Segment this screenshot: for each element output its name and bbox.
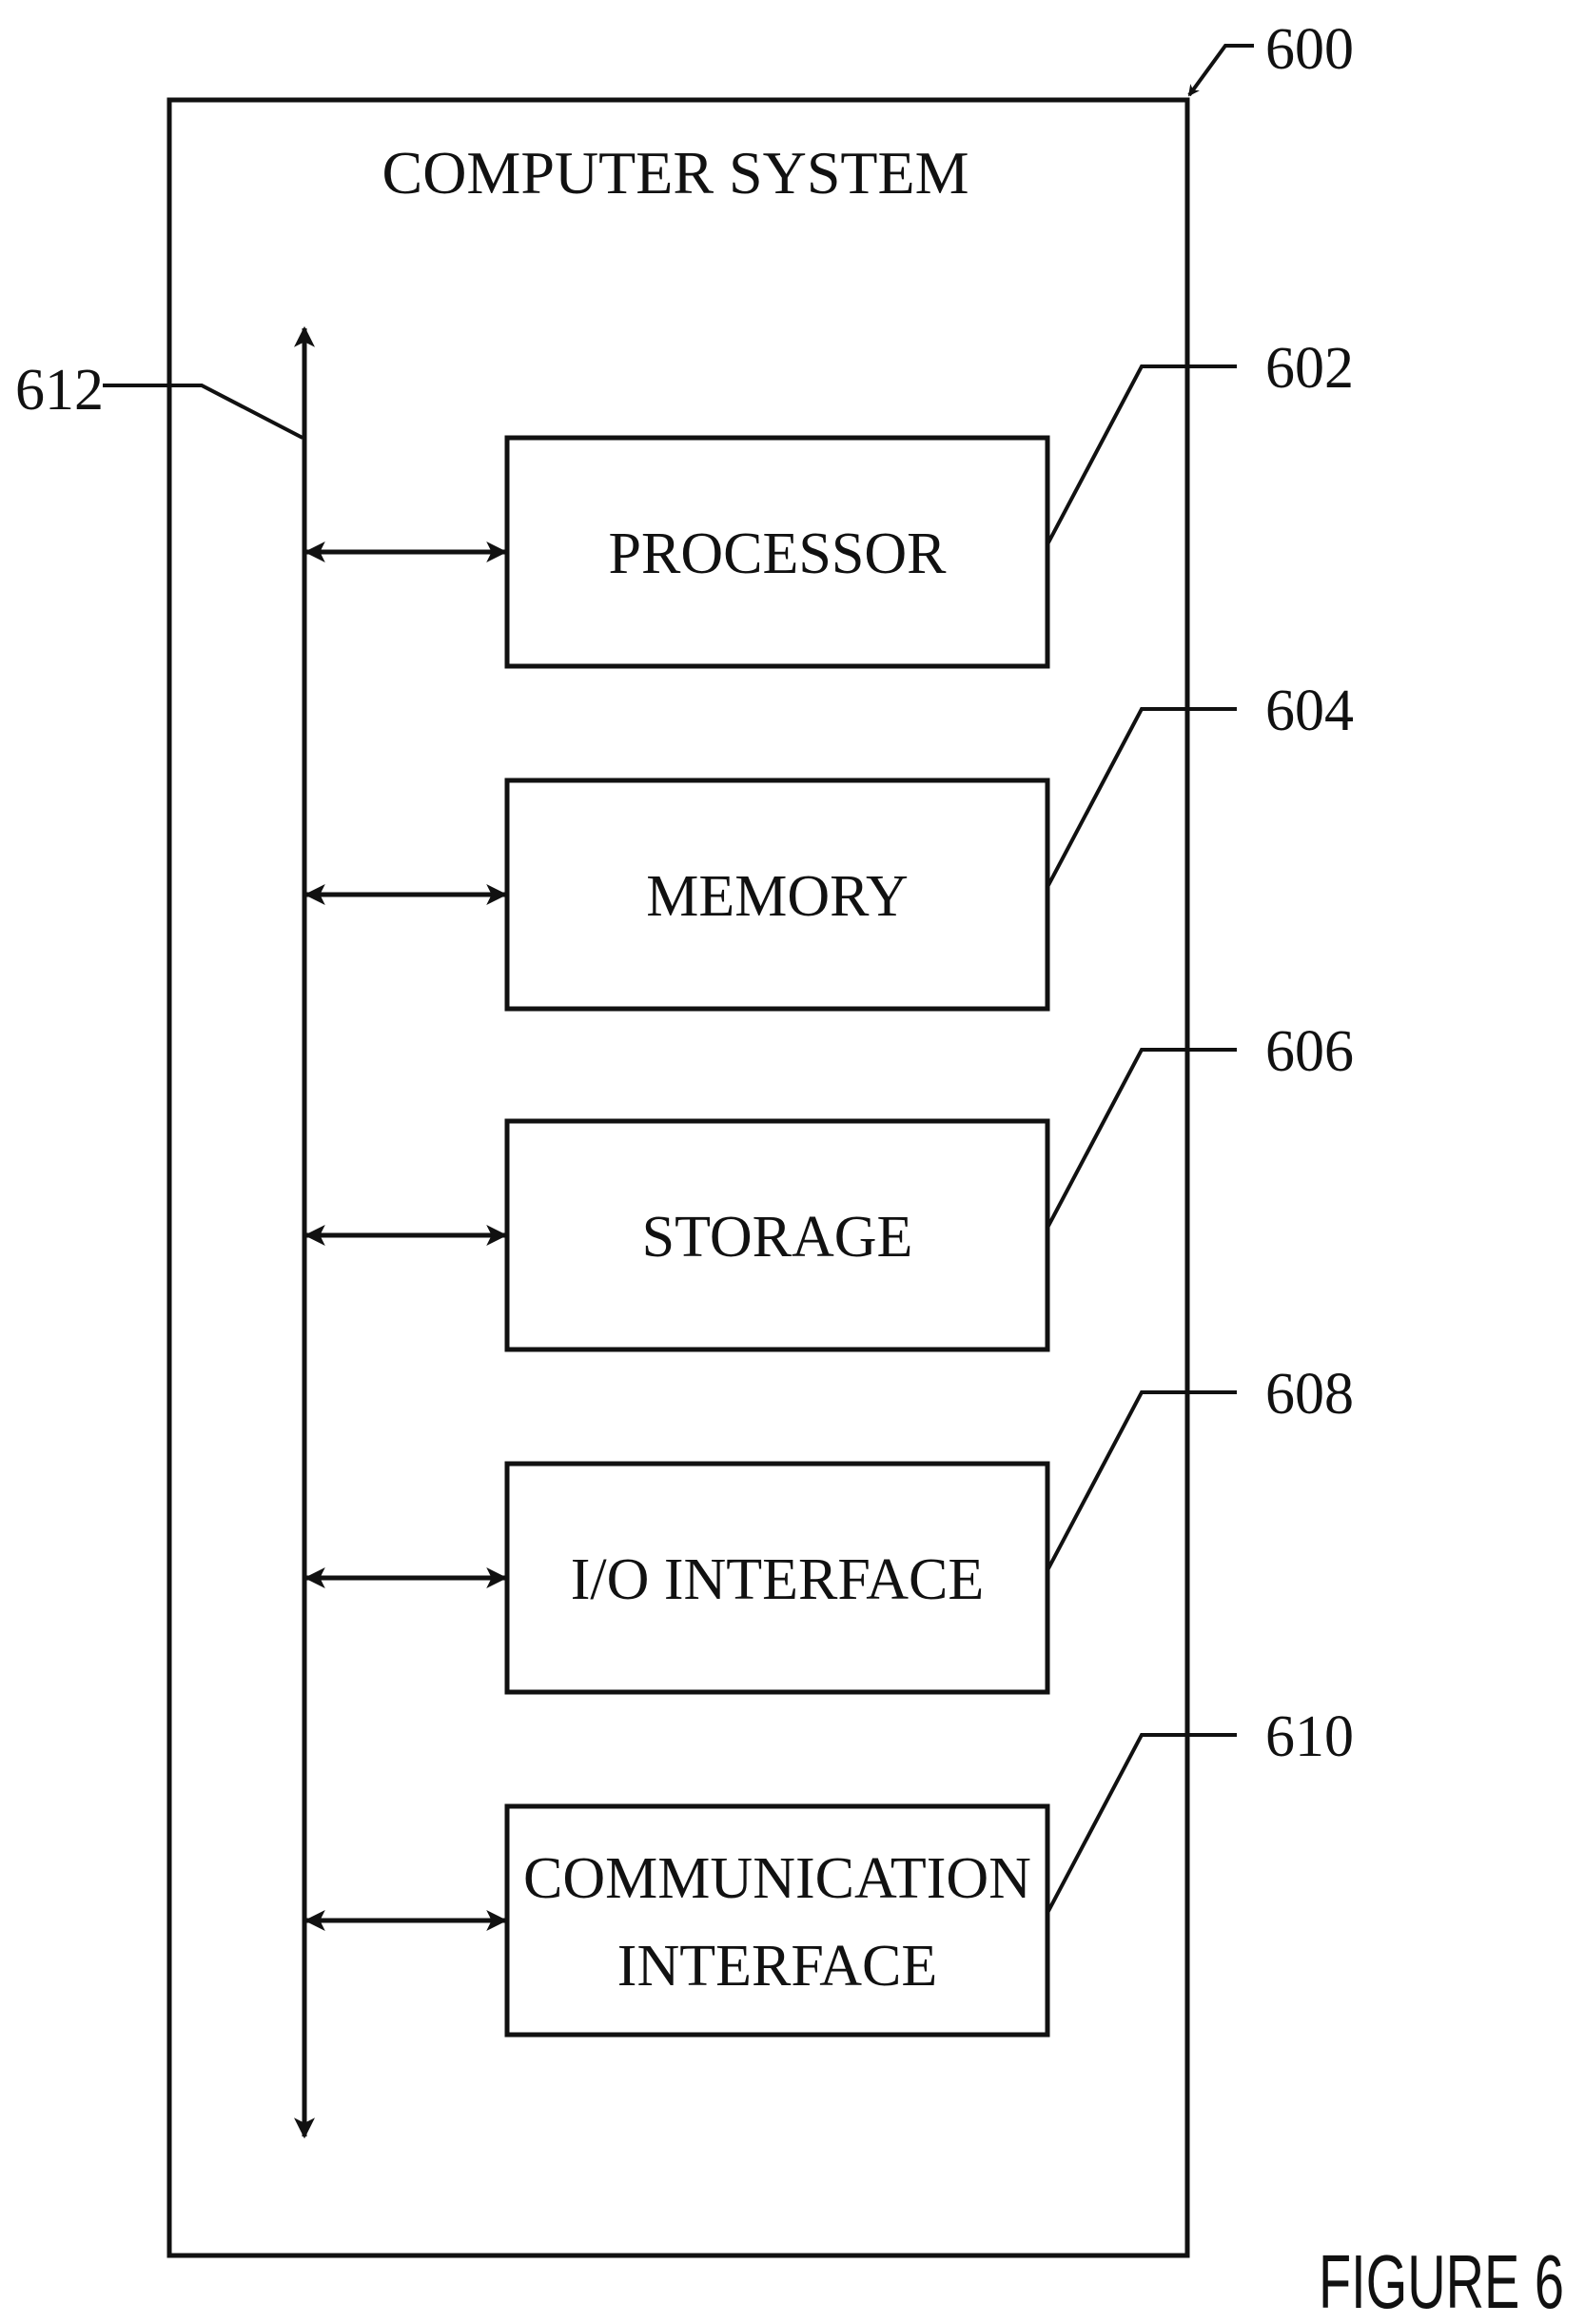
processor-ref-leader — [1047, 366, 1237, 544]
component-io-interface: I/O INTERFACE 608 — [306, 1362, 1354, 1692]
system-ref-leader — [1189, 46, 1254, 95]
storage-ref-number: 606 — [1265, 1019, 1354, 1084]
component-memory: MEMORY 604 — [306, 679, 1354, 1009]
memory-ref-number: 604 — [1265, 679, 1354, 743]
memory-ref-leader — [1047, 709, 1237, 887]
system-ref-number: 600 — [1265, 17, 1354, 82]
component-storage: STORAGE 606 — [306, 1019, 1354, 1349]
memory-label-line-1: MEMORY — [646, 864, 909, 929]
component-processor: PROCESSOR 602 — [306, 336, 1354, 666]
computer-system-title: COMPUTER SYSTEM — [382, 139, 969, 207]
communication-interface-ref-leader — [1047, 1735, 1237, 1913]
storage-label-line-1: STORAGE — [642, 1205, 913, 1270]
bus-ref-leader — [103, 385, 303, 438]
computer-system-frame — [169, 100, 1187, 2255]
io-interface-label-line-1: I/O INTERFACE — [571, 1547, 985, 1612]
processor-ref-number: 602 — [1265, 336, 1354, 401]
processor-label-line-1: PROCESSOR — [609, 522, 948, 586]
bus-ref-number: 612 — [15, 358, 104, 423]
communication-interface-box — [507, 1806, 1047, 2035]
communication-interface-label-line-1: COMMUNICATION — [523, 1846, 1031, 1911]
io-interface-ref-number: 608 — [1265, 1362, 1354, 1427]
figure-label: FIGURE 6 — [1319, 2239, 1564, 2324]
communication-interface-ref-number: 610 — [1265, 1704, 1354, 1769]
component-communication-interface: COMMUNICATION INTERFACE 610 — [306, 1704, 1354, 2035]
storage-ref-leader — [1047, 1050, 1237, 1228]
communication-interface-label-line-2: INTERFACE — [617, 1934, 937, 1999]
components-layer: PROCESSOR 602MEMORY 604STORAGE 606I/O INTER… — [306, 336, 1354, 2035]
io-interface-ref-leader — [1047, 1392, 1237, 1570]
